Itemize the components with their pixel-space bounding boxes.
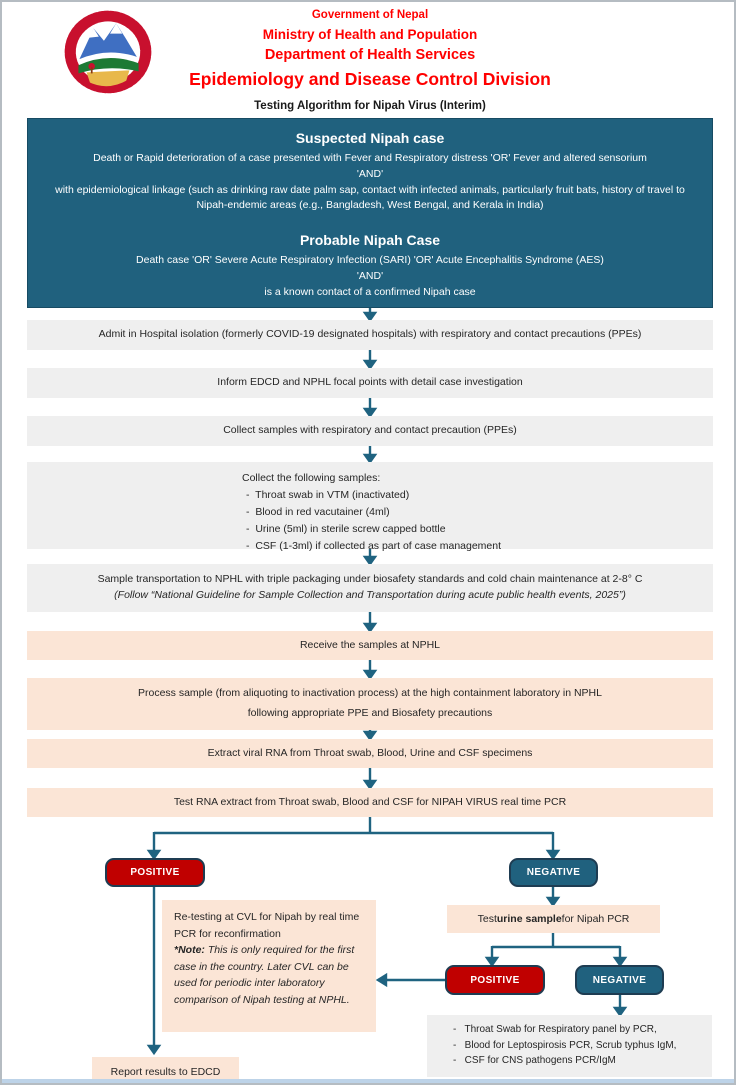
transport-guideline-note: (Follow “National Guideline for Sample C… xyxy=(114,589,626,601)
process-line-1: Process sample (from aliquoting to inact… xyxy=(138,687,602,700)
nepal-government-emblem-icon xyxy=(57,6,159,100)
followup-item-leptospirosis: Blood for Leptospirosis PCR, Scrub typhu… xyxy=(453,1038,704,1054)
retest-note-text: This is only required for the first case… xyxy=(174,944,355,1006)
probable-criteria-2: is a known contact of a confirmed Nipah … xyxy=(264,285,476,298)
report-results-box: Report results to EDCD xyxy=(92,1057,239,1083)
sample-item-urine: Urine (5ml) in sterile screw capped bott… xyxy=(242,521,713,538)
followup-item-respiratory-panel: Throat Swab for Respiratory panel by PCR… xyxy=(453,1022,704,1038)
step-receive-samples: Receive the samples at NPHL xyxy=(27,631,713,660)
process-line-2: following appropriate PPE and Biosafety … xyxy=(247,707,493,719)
result-negative-badge-level1: NEGATIVE xyxy=(509,858,598,887)
transport-line: Sample transportation to NPHL with tripl… xyxy=(97,573,643,586)
step-admit-isolation: Admit in Hospital isolation (formerly CO… xyxy=(27,320,713,350)
retest-note-label: *Note: xyxy=(174,944,205,957)
gov-of-nepal-line: Government of Nepal xyxy=(311,9,429,21)
probable-and: 'AND' xyxy=(356,269,384,282)
suspected-case-title: Suspected Nipah case xyxy=(295,130,445,146)
department-line: Department of Health Services xyxy=(264,47,476,64)
algorithm-title: Testing Algorithm for Nipah Virus (Inter… xyxy=(254,100,486,112)
probable-criteria-1: Death case 'OR' Severe Acute Respiratory… xyxy=(136,254,604,266)
step-test-pcr: Test RNA extract from Throat swab, Blood… xyxy=(27,788,713,817)
urine-bold: urine sample xyxy=(496,913,562,925)
result-positive-badge-level2: POSITIVE xyxy=(445,965,545,995)
sample-item-blood: Blood in red vacutainer (4ml) xyxy=(242,504,713,521)
differential-testing-box: Throat Swab for Respiratory panel by PCR… xyxy=(427,1015,712,1077)
sample-list-title: Collect the following samples: xyxy=(242,472,381,484)
probable-case-title: Probable Nipah Case xyxy=(299,232,441,248)
retest-text: Re-testing at CVL for Nipah by real time… xyxy=(174,911,360,940)
result-negative-badge-level2: NEGATIVE xyxy=(575,965,664,995)
division-line: Epidemiology and Disease Control Divisio… xyxy=(189,69,551,90)
ministry-line: Ministry of Health and Population xyxy=(262,26,478,42)
document-header: Government of Nepal Ministry of Health a… xyxy=(47,9,693,90)
step-sample-list: Collect the following samples: Throat sw… xyxy=(27,462,713,552)
step-extract-rna: Extract viral RNA from Throat swab, Bloo… xyxy=(27,739,713,768)
suspected-criteria-1: Death or Rapid deterioration of a case p… xyxy=(93,152,647,164)
step-process-sample: Process sample (from aliquoting to inact… xyxy=(27,678,713,730)
sample-item-throat-swab: Throat swab in VTM (inactivated) xyxy=(242,487,713,504)
urine-suffix: for Nipah PCR xyxy=(561,913,630,925)
page-bottom-strip xyxy=(2,1079,734,1083)
step-sample-transport: Sample transportation to NPHL with tripl… xyxy=(27,564,713,612)
step-inform-edcd-nphl: Inform EDCD and NPHL focal points with d… xyxy=(27,368,713,398)
cvl-retesting-box: Re-testing at CVL for Nipah by real time… xyxy=(162,900,376,1032)
suspected-criteria-2: with epidemiological linkage (such as dr… xyxy=(55,183,685,212)
case-definition-box: Suspected Nipah case Death or Rapid dete… xyxy=(27,118,713,308)
sample-item-csf: CSF (1-3ml) if collected as part of case… xyxy=(242,538,713,555)
followup-item-cns-pathogens: CSF for CNS pathogens PCR/IgM xyxy=(453,1053,704,1069)
suspected-and: 'AND' xyxy=(356,167,384,180)
result-positive-badge-level1: POSITIVE xyxy=(105,858,205,887)
step-collect-samples-precaution: Collect samples with respiratory and con… xyxy=(27,416,713,446)
urine-test-box: Test urine sample for Nipah PCR xyxy=(447,905,660,933)
urine-prefix: Test xyxy=(477,913,497,925)
